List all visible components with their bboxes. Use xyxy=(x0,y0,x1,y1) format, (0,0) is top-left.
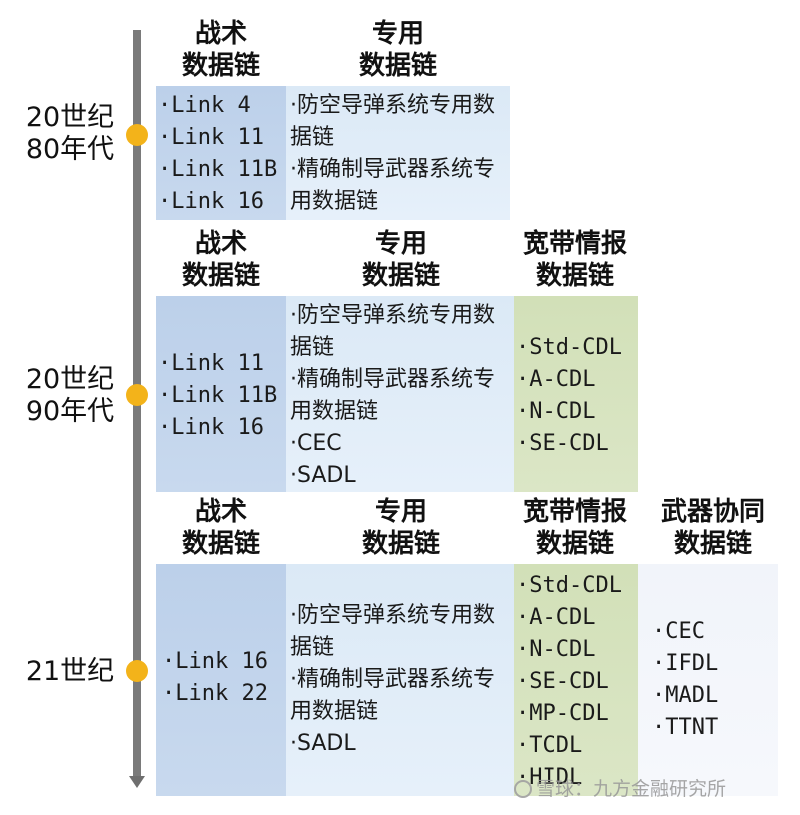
list-item: ·防空导弹系统专用数据链 xyxy=(290,93,495,150)
tactical-box-1990s: ·Link 11 ·Link 11B ·Link 16 xyxy=(156,296,286,492)
timeline-arrow-icon xyxy=(129,776,145,788)
list-item: ·Link 11B xyxy=(158,157,278,182)
list-item: ·TTNT xyxy=(652,715,719,740)
header-weapon-21st: 武器协同 数据链 xyxy=(642,496,784,560)
era-marker-1990s xyxy=(126,384,148,406)
list-item: ·MP-CDL xyxy=(516,701,609,726)
list-item: ·Std-CDL xyxy=(516,335,622,360)
tactical-list: ·Link 16 ·Link 22 xyxy=(162,646,268,710)
header-text: 战术 数据链 xyxy=(181,497,260,559)
list-item: ·IFDL xyxy=(652,651,719,676)
list-item: ·CEC xyxy=(290,431,342,456)
watermark: 雪球：九方金融研究所 xyxy=(514,774,794,801)
special-box-1990s: ·防空导弹系统专用数据链 ·精确制导武器系统专用数据链 ·CEC ·SADL xyxy=(286,296,514,492)
list-item: ·Link 11 xyxy=(158,125,264,150)
list-item: ·Link 16 xyxy=(162,649,268,674)
tactical-box-21st: ·Link 16 ·Link 22 xyxy=(156,564,286,796)
header-text: 专用 数据链 xyxy=(361,497,440,559)
special-list: ·防空导弹系统专用数据链 ·精确制导武器系统专用数据链 ·SADL xyxy=(290,600,510,760)
list-item: ·N-CDL xyxy=(516,399,596,424)
list-item: ·CEC xyxy=(652,619,705,644)
list-item: ·Link 4 xyxy=(158,93,251,118)
header-text: 战术 数据链 xyxy=(181,19,260,81)
header-text: 宽带情报 数据链 xyxy=(522,229,627,291)
era-label-1980s: 20世纪 80年代 xyxy=(10,102,130,166)
era-marker-1980s xyxy=(126,124,148,146)
special-box-21st: ·防空导弹系统专用数据链 ·精确制导武器系统专用数据链 ·SADL xyxy=(286,564,514,796)
header-special-1980s: 专用 数据链 xyxy=(288,18,508,82)
list-item: ·防空导弹系统专用数据链 xyxy=(290,303,495,360)
list-item: ·A-CDL xyxy=(516,367,596,392)
list-item: ·Link 16 xyxy=(158,189,264,214)
header-text: 专用 数据链 xyxy=(358,19,437,81)
header-text: 专用 数据链 xyxy=(361,229,440,291)
list-item: ·SADL xyxy=(290,463,356,488)
list-item: ·Link 22 xyxy=(162,681,268,706)
header-text: 战术 数据链 xyxy=(181,229,260,291)
header-special-1990s: 专用 数据链 xyxy=(288,228,514,292)
header-wideband-1990s: 宽带情报 数据链 xyxy=(506,228,644,292)
header-tactical-21st: 战术 数据链 xyxy=(156,496,286,560)
special-list: ·防空导弹系统专用数据链 ·精确制导武器系统专用数据链 xyxy=(290,90,506,218)
special-box-1980s: ·防空导弹系统专用数据链 ·精确制导武器系统专用数据链 xyxy=(286,86,510,220)
list-item: ·Link 11B xyxy=(158,383,278,408)
era-label-line: 20世纪 80年代 xyxy=(25,102,115,165)
watermark-text: 雪球：九方金融研究所 xyxy=(536,778,727,800)
weapon-box-21st: ·CEC ·IFDL ·MADL ·TTNT xyxy=(638,564,778,796)
weapon-list: ·CEC ·IFDL ·MADL ·TTNT xyxy=(652,616,718,744)
wideband-list: ·Std-CDL ·A-CDL ·N-CDL ·SE-CDL ·MP-CDL ·… xyxy=(516,570,622,794)
list-item: ·N-CDL xyxy=(516,637,596,662)
list-item: ·Std-CDL xyxy=(516,573,622,598)
special-list: ·防空导弹系统专用数据链 ·精确制导武器系统专用数据链 ·CEC ·SADL xyxy=(290,300,510,492)
tactical-box-1980s: ·Link 4 ·Link 11 ·Link 11B ·Link 16 xyxy=(156,86,286,220)
tactical-list: ·Link 11 ·Link 11B ·Link 16 xyxy=(158,348,277,444)
wideband-box-21st: ·Std-CDL ·A-CDL ·N-CDL ·SE-CDL ·MP-CDL ·… xyxy=(514,564,638,796)
header-special-21st: 专用 数据链 xyxy=(288,496,514,560)
list-item: ·SE-CDL xyxy=(516,431,609,456)
wideband-list: ·Std-CDL ·A-CDL ·N-CDL ·SE-CDL xyxy=(516,332,622,460)
tactical-list: ·Link 4 ·Link 11 ·Link 11B ·Link 16 xyxy=(158,90,277,218)
list-item: ·TCDL xyxy=(516,733,583,758)
wideband-box-1990s: ·Std-CDL ·A-CDL ·N-CDL ·SE-CDL xyxy=(514,296,638,492)
list-item: ·SADL xyxy=(290,731,356,756)
list-item: ·精确制导武器系统专用数据链 xyxy=(290,157,495,214)
list-item: ·精确制导武器系统专用数据链 xyxy=(290,667,495,724)
header-tactical-1980s: 战术 数据链 xyxy=(156,18,286,82)
header-text: 武器协同 数据链 xyxy=(660,497,765,559)
list-item: ·SE-CDL xyxy=(516,669,609,694)
header-tactical-1990s: 战术 数据链 xyxy=(156,228,286,292)
list-item: ·精确制导武器系统专用数据链 xyxy=(290,367,495,424)
list-item: ·Link 11 xyxy=(158,351,264,376)
era-marker-21st-century xyxy=(126,660,148,682)
list-item: ·Link 16 xyxy=(158,415,264,440)
list-item: ·A-CDL xyxy=(516,605,596,630)
list-item: ·MADL xyxy=(652,683,719,708)
list-item: ·防空导弹系统专用数据链 xyxy=(290,603,495,660)
era-label-21st-century: 21世纪 xyxy=(10,656,130,688)
header-wideband-21st: 宽带情报 数据链 xyxy=(506,496,644,560)
era-label-1990s: 20世纪 90年代 xyxy=(10,364,130,428)
era-label-line: 21世纪 xyxy=(25,656,115,687)
header-text: 宽带情报 数据链 xyxy=(522,497,627,559)
era-label-line: 20世纪 90年代 xyxy=(25,364,115,427)
snowball-logo-icon xyxy=(514,780,532,798)
